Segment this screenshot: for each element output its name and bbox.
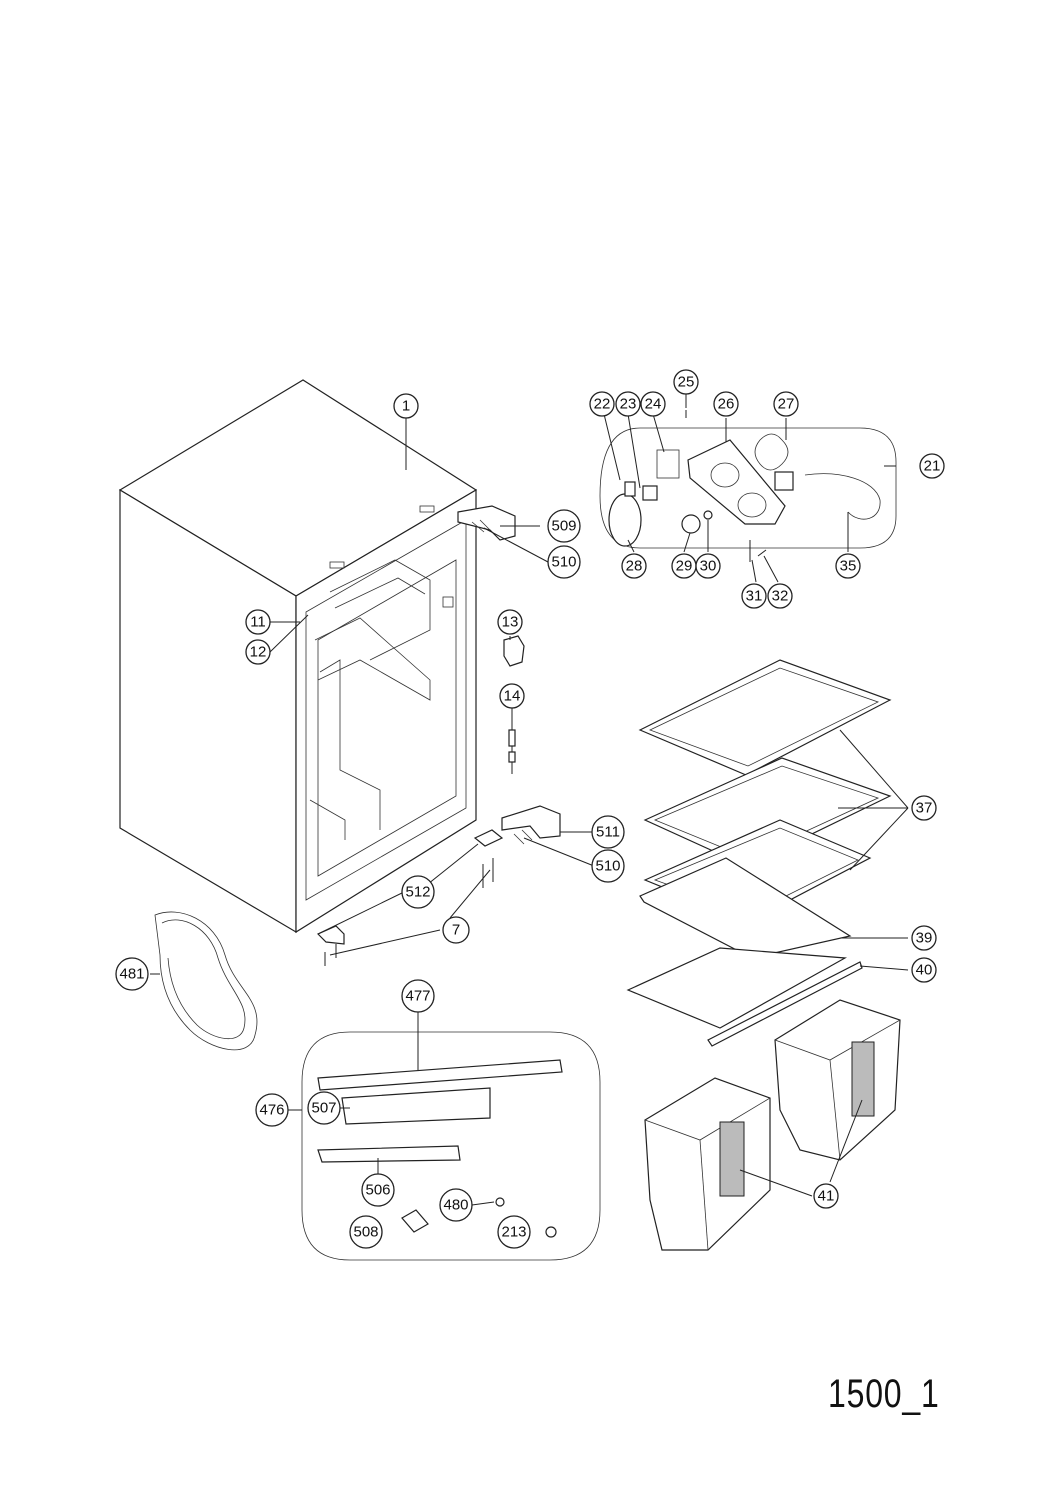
door-stopper — [316, 829, 504, 945]
svg-text:41: 41 — [818, 1188, 835, 1205]
callout-28: 28 — [621, 553, 647, 579]
svg-text:14: 14 — [504, 688, 521, 705]
svg-text:510: 510 — [595, 858, 620, 875]
svg-text:13: 13 — [502, 614, 519, 631]
svg-text:477: 477 — [405, 988, 430, 1005]
svg-text:509: 509 — [551, 518, 576, 535]
callout-510-bottom: 510 — [591, 849, 625, 883]
callout-11: 11 — [245, 609, 271, 635]
callout-7: 7 — [442, 916, 470, 944]
top-hinge — [457, 505, 516, 541]
svg-text:481: 481 — [119, 966, 144, 983]
callout-12: 12 — [245, 639, 271, 665]
callout-40: 40 — [911, 957, 937, 983]
thermostat-group — [599, 410, 897, 562]
callout-27: 27 — [773, 391, 799, 417]
svg-text:21: 21 — [924, 458, 941, 475]
callout-508: 508 — [349, 1215, 383, 1249]
svg-text:29: 29 — [676, 558, 693, 575]
callout-512: 512 — [401, 875, 435, 909]
callout-31: 31 — [741, 583, 767, 609]
svg-text:26: 26 — [718, 396, 735, 413]
glass-shelves — [626, 659, 892, 1047]
svg-text:30: 30 — [700, 558, 717, 575]
callout-511: 511 — [591, 815, 625, 849]
callout-30: 30 — [695, 553, 721, 579]
svg-text:480: 480 — [443, 1197, 468, 1214]
callout-23: 23 — [615, 391, 641, 417]
svg-text:213: 213 — [501, 1224, 526, 1241]
svg-text:7: 7 — [452, 922, 460, 939]
callout-13: 13 — [497, 609, 523, 635]
svg-text:508: 508 — [353, 1224, 378, 1241]
callout-213: 213 — [497, 1215, 531, 1249]
callout-39: 39 — [911, 925, 937, 951]
callout-25: 25 — [673, 369, 699, 395]
callout-476: 476 — [255, 1093, 289, 1127]
lamp-cover — [503, 635, 525, 667]
callout-481: 481 — [115, 957, 149, 991]
svg-text:507: 507 — [311, 1100, 336, 1117]
svg-text:506: 506 — [365, 1182, 390, 1199]
page-code-label: 1500_1 — [828, 1372, 940, 1416]
cabinet-body — [118, 379, 478, 934]
callout-477: 477 — [401, 979, 435, 1013]
svg-text:37: 37 — [916, 800, 933, 817]
svg-text:22: 22 — [594, 396, 611, 413]
callout-35: 35 — [835, 553, 861, 579]
callout-510-top: 510 — [547, 545, 581, 579]
callout-21: 21 — [919, 453, 945, 479]
callout-480: 480 — [439, 1188, 473, 1222]
callout-37: 37 — [911, 795, 937, 821]
svg-text:35: 35 — [840, 558, 857, 575]
svg-text:25: 25 — [678, 374, 695, 391]
svg-text:28: 28 — [626, 558, 643, 575]
shelf-pin — [508, 712, 516, 774]
svg-text:27: 27 — [778, 396, 795, 413]
callout-29: 29 — [671, 553, 697, 579]
callout-32: 32 — [767, 583, 793, 609]
svg-text:23: 23 — [620, 396, 637, 413]
svg-text:31: 31 — [746, 588, 763, 605]
door-gasket — [154, 911, 258, 1051]
svg-text:11: 11 — [250, 614, 266, 631]
svg-text:1: 1 — [402, 398, 410, 415]
leveling-feet — [324, 858, 494, 966]
callout-14: 14 — [499, 683, 525, 709]
callout-507: 507 — [307, 1091, 341, 1125]
svg-text:12: 12 — [250, 644, 267, 661]
kit-476-group — [301, 1031, 601, 1261]
svg-text:40: 40 — [916, 962, 933, 979]
callout-509: 509 — [547, 509, 581, 543]
callout-506: 506 — [361, 1173, 395, 1207]
callout-1: 1 — [393, 393, 419, 419]
svg-text:476: 476 — [259, 1102, 284, 1119]
svg-text:510: 510 — [551, 554, 576, 571]
callout-26: 26 — [713, 391, 739, 417]
svg-text:512: 512 — [405, 884, 430, 901]
callout-22: 22 — [589, 391, 615, 417]
crisper-drawers — [644, 999, 901, 1251]
bottom-hinge — [501, 805, 561, 845]
callout-24: 24 — [640, 391, 666, 417]
svg-text:32: 32 — [772, 588, 789, 605]
svg-text:24: 24 — [645, 396, 662, 413]
svg-text:511: 511 — [596, 824, 620, 841]
svg-text:39: 39 — [916, 930, 933, 947]
callout-41: 41 — [813, 1183, 839, 1209]
